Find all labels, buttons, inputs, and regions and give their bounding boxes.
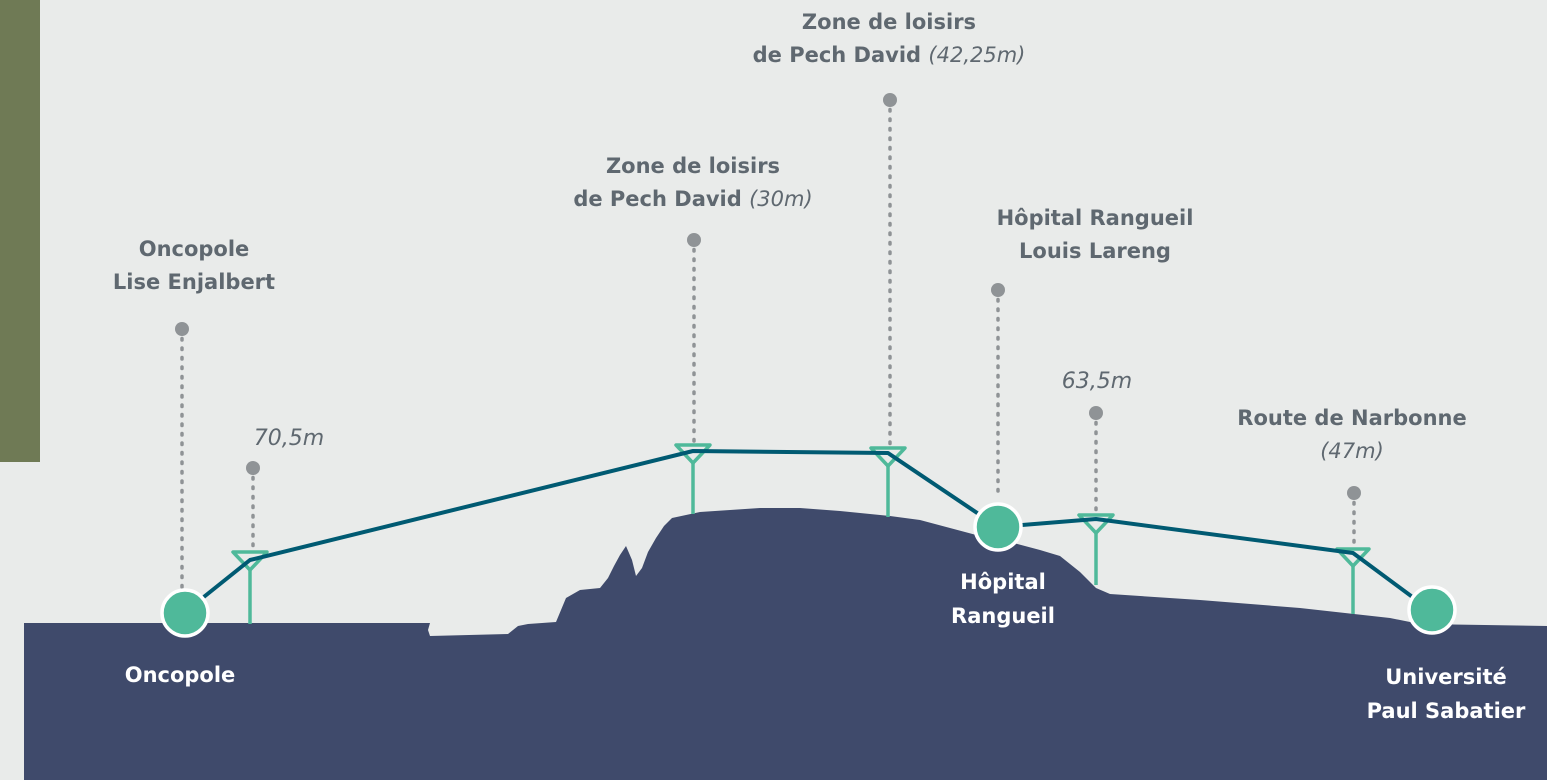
label-line: Lise Enjalbert — [112, 270, 276, 294]
stations — [160, 502, 1457, 638]
dot-marker-icon — [175, 322, 189, 336]
leader-lines — [180, 98, 1356, 598]
label-pylon-70-height: 70,5m — [253, 426, 325, 451]
label-line: de Pech David (30m) — [573, 183, 812, 216]
label-line: Zone de loisirs — [801, 10, 977, 34]
pylon-icon — [1077, 513, 1115, 585]
aerial-photo-strip — [0, 0, 40, 462]
dot-marker-icon — [883, 93, 897, 107]
pylons — [231, 443, 1371, 624]
station-label-line: Paul Sabatier — [1366, 699, 1526, 723]
dot-marker-icon — [991, 283, 1005, 297]
label-line: Route de Narbonne — [1237, 406, 1467, 430]
label-pech-david-30: Zone de loisirs de Pech David (30m) — [573, 150, 812, 216]
label-pech-david-42: Zone de loisirs de Pech David (42,25m) — [753, 6, 1026, 72]
pylon-icon — [231, 550, 269, 624]
circle-station-icon — [973, 502, 1023, 552]
station-label-oncopole: Oncopole — [124, 663, 236, 687]
station-label-line: Hôpital — [960, 570, 1046, 594]
label-line: de Pech David (42,25m) — [753, 39, 1026, 72]
station-label-line: Université — [1385, 665, 1507, 689]
dot-marker-icon — [1089, 406, 1103, 420]
label-line: Louis Lareng — [1019, 239, 1171, 263]
label-line: Zone de loisirs — [605, 154, 781, 178]
station-label-line: Rangueil — [951, 604, 1055, 628]
circle-station-icon — [160, 588, 210, 638]
marker-dots — [175, 93, 1361, 500]
label-height: (42,25m) — [928, 43, 1026, 67]
station-label-rangueil: Hôpital Rangueil — [951, 565, 1055, 633]
dot-marker-icon — [687, 233, 701, 247]
label-pylon-63-height: 63,5m — [1061, 369, 1133, 394]
label-height: (47m) — [1320, 439, 1384, 463]
cable-line — [188, 449, 1432, 612]
label-line: Hôpital Rangueil — [996, 206, 1194, 230]
terrain-ground — [24, 508, 1547, 780]
label-height: (30m) — [749, 187, 813, 211]
dot-marker-icon — [246, 461, 260, 475]
station-label-ups: Université Paul Sabatier — [1367, 660, 1526, 728]
label-line: Oncopole — [138, 237, 250, 261]
label-text: de Pech David — [573, 187, 750, 211]
circle-station-icon — [1407, 585, 1457, 635]
dot-marker-icon — [1347, 486, 1361, 500]
label-oncopole-poi: Oncopole Lise Enjalbert — [113, 233, 275, 299]
label-route-narbonne: Route de Narbonne (47m) — [1237, 402, 1466, 468]
label-text: de Pech David — [752, 43, 929, 67]
label-rangueil-poi: Hôpital Rangueil Louis Lareng — [997, 202, 1194, 268]
